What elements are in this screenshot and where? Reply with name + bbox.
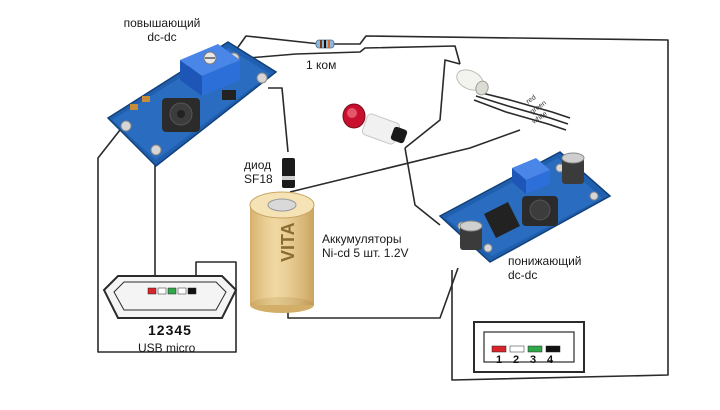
wire-resistor-to-right	[334, 35, 669, 381]
usb-micro-connector	[102, 275, 238, 319]
wires	[97, 35, 669, 381]
wire-led-leg-1	[477, 91, 571, 119]
wire-boost-to-diode	[268, 87, 289, 153]
wire-boost-to-usb-left	[97, 129, 237, 353]
boost-label: повышающий dc-dc	[112, 16, 212, 44]
battery-label-line1: Аккумуляторы	[322, 232, 402, 246]
usb-a-connector	[473, 321, 585, 373]
wire-boost-to-usb-mid	[149, 149, 156, 288]
diode-label: диод SF18	[244, 158, 273, 186]
wire-button-to-buck	[404, 147, 441, 226]
wire-boost-to-led	[247, 45, 461, 65]
wire-led-to-button	[404, 59, 461, 149]
buck-label-line1: понижающий	[508, 254, 582, 268]
buck-label: понижающий dc-dc	[508, 254, 581, 282]
battery-brand: VITA	[278, 222, 298, 262]
buck-chip	[484, 202, 520, 238]
boost-dcdc-board	[106, 41, 278, 168]
diode-label-line2: SF18	[244, 172, 273, 186]
buck-inductor	[522, 196, 558, 226]
led	[456, 69, 489, 96]
usb-micro-pin-numbers: 12345	[148, 322, 192, 338]
buck-capacitor-left	[459, 220, 483, 250]
buck-trimmer	[512, 158, 550, 194]
push-button	[342, 103, 408, 145]
battery-nicd: VITA	[249, 191, 315, 313]
wire-boost-to-resistor	[235, 35, 321, 51]
usb-a-pin-3: 3	[529, 354, 537, 366]
usb-a-pin-4: 4	[546, 354, 554, 366]
trimmer-potentiometer	[180, 44, 240, 96]
buck-label-line2: dc-dc	[508, 268, 538, 282]
wire-battery-top	[289, 129, 521, 193]
boost-label-line1: повышающий	[123, 16, 201, 30]
usb-micro-label: USB micro	[138, 341, 196, 355]
usb-a-pin-numbers: 1 2 3 4	[493, 354, 556, 366]
wire-led-leg-2	[475, 95, 569, 125]
led-wire-label: red	[525, 94, 537, 106]
battery-label: Аккумуляторы Ni-cd 5 шт. 1.2V	[322, 232, 409, 260]
diode-sf18	[282, 158, 295, 188]
usb-a-pin-2: 2	[512, 354, 520, 366]
boost-inductor	[162, 98, 200, 132]
buck-dcdc-board	[438, 151, 612, 263]
boost-chip	[222, 90, 236, 100]
buck-capacitor-right	[561, 152, 585, 184]
usb-a-pin-1: 1	[495, 354, 503, 366]
battery-label-line2: Ni-cd 5 шт. 1.2V	[322, 246, 409, 260]
resistor-1kohm	[315, 39, 335, 49]
wire-led-leg-3	[473, 99, 567, 131]
diode-label-line1: диод	[244, 158, 272, 172]
boost-label-line2: dc-dc	[147, 30, 177, 44]
resistor-label: 1 ком	[306, 58, 337, 72]
